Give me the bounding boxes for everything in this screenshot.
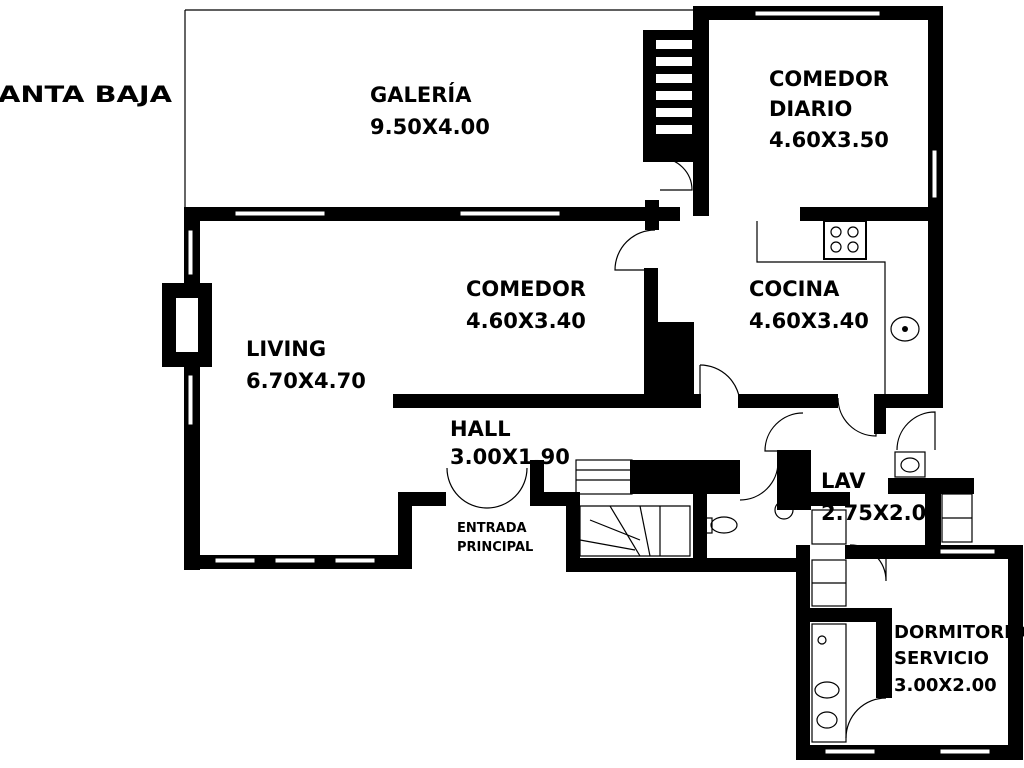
room-comedor-diario-name2: DIARIO <box>769 97 852 121</box>
lav-sink-icon <box>774 451 926 520</box>
room-lav-name: LAV <box>821 469 866 493</box>
chimney-grate <box>656 40 692 134</box>
room-comedor-dims: 4.60X3.40 <box>466 309 586 333</box>
room-lav-dims: 2.75X2.00 <box>821 501 941 525</box>
room-living-name: LIVING <box>246 337 326 361</box>
plan-title: ANTA BAJA <box>0 83 172 108</box>
room-dormitorio-name: DORMITORIO <box>894 622 1024 643</box>
closets <box>661 337 973 607</box>
toilet-icon <box>705 516 738 534</box>
room-hall-dims: 3.00X1.90 <box>450 445 570 469</box>
room-cocina-dims: 4.60X3.40 <box>749 309 869 333</box>
room-comedor-diario-name: COMEDOR <box>769 67 889 91</box>
entrance-label-line1: ENTRADA <box>457 521 527 536</box>
walls <box>162 6 1023 760</box>
room-dormitorio-dims: 3.00X2.00 <box>894 675 997 696</box>
room-hall-name: HALL <box>450 417 511 441</box>
doors <box>446 157 936 739</box>
galeria-outline <box>184 9 695 208</box>
kitchen-counter <box>756 220 886 394</box>
entrance-label-line2: PRINCIPAL <box>457 540 533 555</box>
room-galeria-dims: 9.50X4.00 <box>370 115 490 139</box>
room-galeria-name: GALERÍA <box>370 82 472 107</box>
room-living-dims: 6.70X4.70 <box>246 369 366 393</box>
windows <box>187 10 996 755</box>
room-comedor-name: COMEDOR <box>466 277 586 301</box>
service-bath-fixtures-icon <box>811 623 847 743</box>
room-dormitorio-name2: SERVICIO <box>894 648 989 669</box>
stairs <box>575 459 726 557</box>
kitchen-sink-icon <box>890 316 920 342</box>
room-comedor-diario-dims: 4.60X3.50 <box>769 128 889 152</box>
room-cocina-name: COCINA <box>749 277 840 301</box>
